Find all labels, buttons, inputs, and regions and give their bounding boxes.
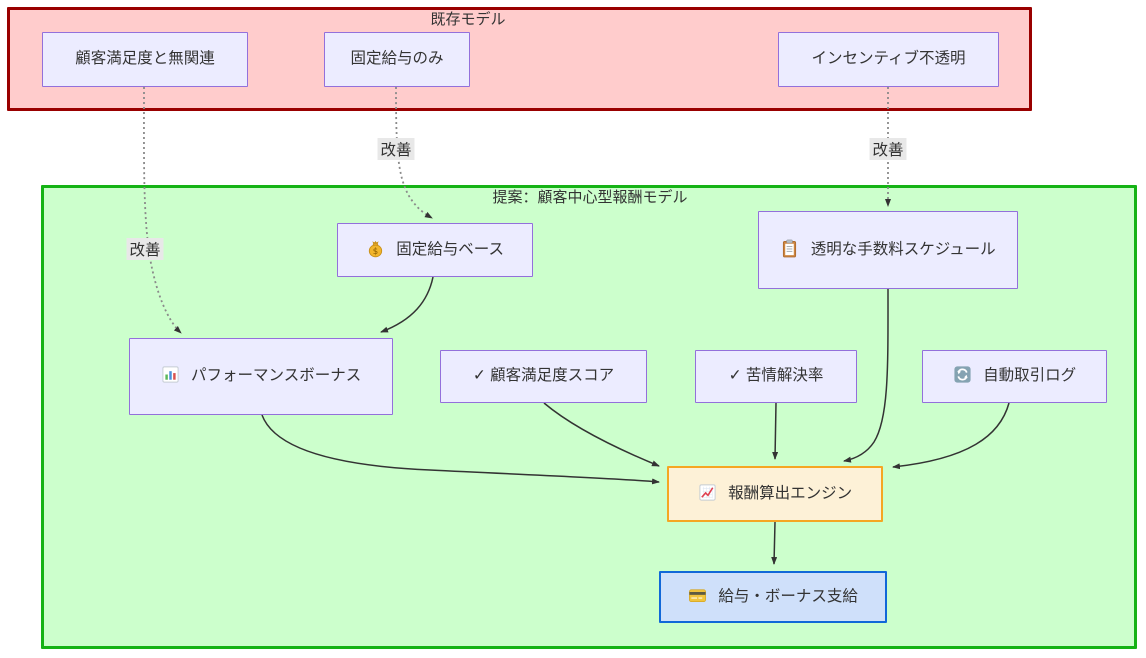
node-auto-log-label: 自動取引ログ	[983, 367, 1077, 385]
node-payout-content: 給与・ボーナス支給	[688, 585, 858, 609]
chart-increasing-icon	[699, 484, 716, 501]
node-base-salary-content: $ 固定給与ベース	[366, 238, 504, 262]
node-payout-label: 給与・ボーナス支給	[718, 587, 858, 605]
subgraph-existing-title: 既存モデル	[430, 11, 506, 28]
node-old-fixed-salary-label: 固定給与のみ	[350, 50, 444, 68]
node-old-satisfaction-label: 顧客満足度と無関連	[75, 50, 215, 68]
node-fee-schedule: 透明な手数料スケジュール	[758, 211, 1018, 289]
node-performance-bonus: パフォーマンスボーナス	[129, 338, 393, 415]
node-complaint-rate: ✓ 苦情解決率	[695, 350, 857, 403]
cycle-icon	[954, 366, 971, 384]
node-auto-log-content: 自動取引ログ	[953, 364, 1076, 388]
node-fee-schedule-label: 透明な手数料スケジュール	[810, 240, 996, 258]
node-old-incentive: インセンティブ不透明	[778, 32, 999, 87]
node-payout: 給与・ボーナス支給	[659, 571, 887, 623]
node-old-incentive-label: インセンティブ不透明	[811, 50, 966, 68]
money-bag-icon: $	[368, 240, 383, 258]
node-performance-bonus-label: パフォーマンスボーナス	[191, 367, 362, 385]
node-auto-log: 自動取引ログ	[922, 350, 1107, 403]
node-performance-bonus-content: パフォーマンスボーナス	[161, 364, 362, 388]
node-base-salary-label: 固定給与ベース	[396, 240, 505, 258]
node-satisfaction-score-label: ✓ 顧客満足度スコア	[472, 367, 615, 385]
node-old-fixed-salary: 固定給与のみ	[324, 32, 470, 87]
edge-label-improve-right: 改善	[869, 138, 907, 160]
node-old-satisfaction: 顧客満足度と無関連	[42, 32, 248, 87]
node-reward-engine-content: 報酬算出エンジン	[698, 482, 852, 506]
clipboard-icon	[783, 239, 797, 258]
credit-card-icon	[689, 589, 707, 603]
node-complaint-rate-label: ✓ 苦情解決率	[728, 367, 824, 385]
edge-label-improve-middle: 改善	[377, 138, 415, 160]
bar-chart-icon	[162, 366, 179, 384]
node-fee-schedule-content: 透明な手数料スケジュール	[780, 238, 996, 262]
node-satisfaction-score: ✓ 顧客満足度スコア	[440, 350, 647, 403]
edge-label-improve-left: 改善	[126, 238, 164, 260]
node-reward-engine: 報酬算出エンジン	[667, 466, 883, 522]
svg-text:$: $	[373, 247, 378, 257]
subgraph-proposal-title: 提案：顧客中心型報酬モデル	[492, 189, 688, 206]
node-reward-engine-label: 報酬算出エンジン	[728, 484, 853, 502]
node-base-salary: $ 固定給与ベース	[337, 223, 533, 277]
